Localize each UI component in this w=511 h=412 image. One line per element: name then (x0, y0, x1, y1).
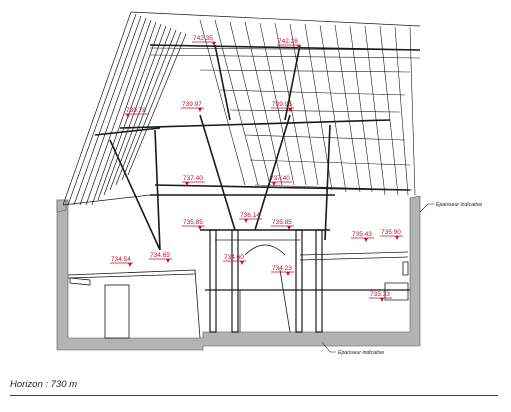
elevation-label: 734.54 (111, 256, 131, 263)
timber-frame (94, 44, 421, 251)
note-leaders (321, 203, 434, 353)
wall-thickness-note: Épaisseur indicative (436, 201, 482, 208)
elevation-label: 735.85 (183, 219, 203, 226)
elevation-marker: 737.40 (269, 175, 292, 186)
elevation-marker: 737.40 (182, 175, 205, 186)
elevation-marker: 734.60 (223, 254, 246, 265)
elevation-marker: 739.95 (271, 101, 294, 112)
elevation-marker: 734.54 (110, 256, 133, 267)
elevation-marker: 734.23 (271, 265, 294, 276)
elevation-marker: 734.65 (149, 252, 172, 263)
elevation-label: 734.23 (272, 265, 292, 272)
elevation-label: 735.90 (381, 229, 401, 236)
roof-left-slope (62, 11, 421, 206)
elevation-label: 739.97 (182, 101, 202, 108)
elevation-marker: 735.85 (182, 219, 205, 230)
elevation-marker: 742.28 (277, 38, 301, 49)
elevation-label: 735.85 (272, 219, 292, 226)
elevation-marker: 739.78 (125, 107, 148, 118)
elevation-label: 735.43 (352, 231, 372, 238)
elevation-label: 742.35 (193, 35, 213, 42)
elevation-label: 739.95 (272, 101, 292, 108)
footer-rule (10, 395, 498, 396)
elevation-marker: 739.97 (181, 101, 204, 112)
floor-thickness-note: Épaisseur indicative (338, 349, 384, 356)
elevation-marker: 735.85 (271, 219, 294, 230)
elevation-label: 736.14 (240, 212, 260, 219)
posts (205, 229, 410, 333)
elevation-label: 734.60 (224, 254, 244, 261)
elevation-marker: 736.14 (239, 212, 262, 223)
elevation-label: 737.40 (270, 175, 290, 182)
interior-rooms (67, 239, 409, 339)
horizon-label: Horizon : 730 m (10, 379, 78, 390)
elevation-label: 737.40 (183, 175, 203, 182)
elevation-marker: 733.33 (369, 291, 392, 302)
elevation-marker: 735.43 (351, 231, 374, 242)
elevation-label: 739.78 (126, 107, 146, 114)
elevation-label: 742.28 (278, 38, 298, 45)
elevation-label: 733.33 (370, 291, 390, 298)
elevation-label: 734.65 (150, 252, 170, 259)
elevation-marker: 735.90 (380, 229, 403, 240)
elevation-marker: 742.35 (192, 35, 216, 46)
